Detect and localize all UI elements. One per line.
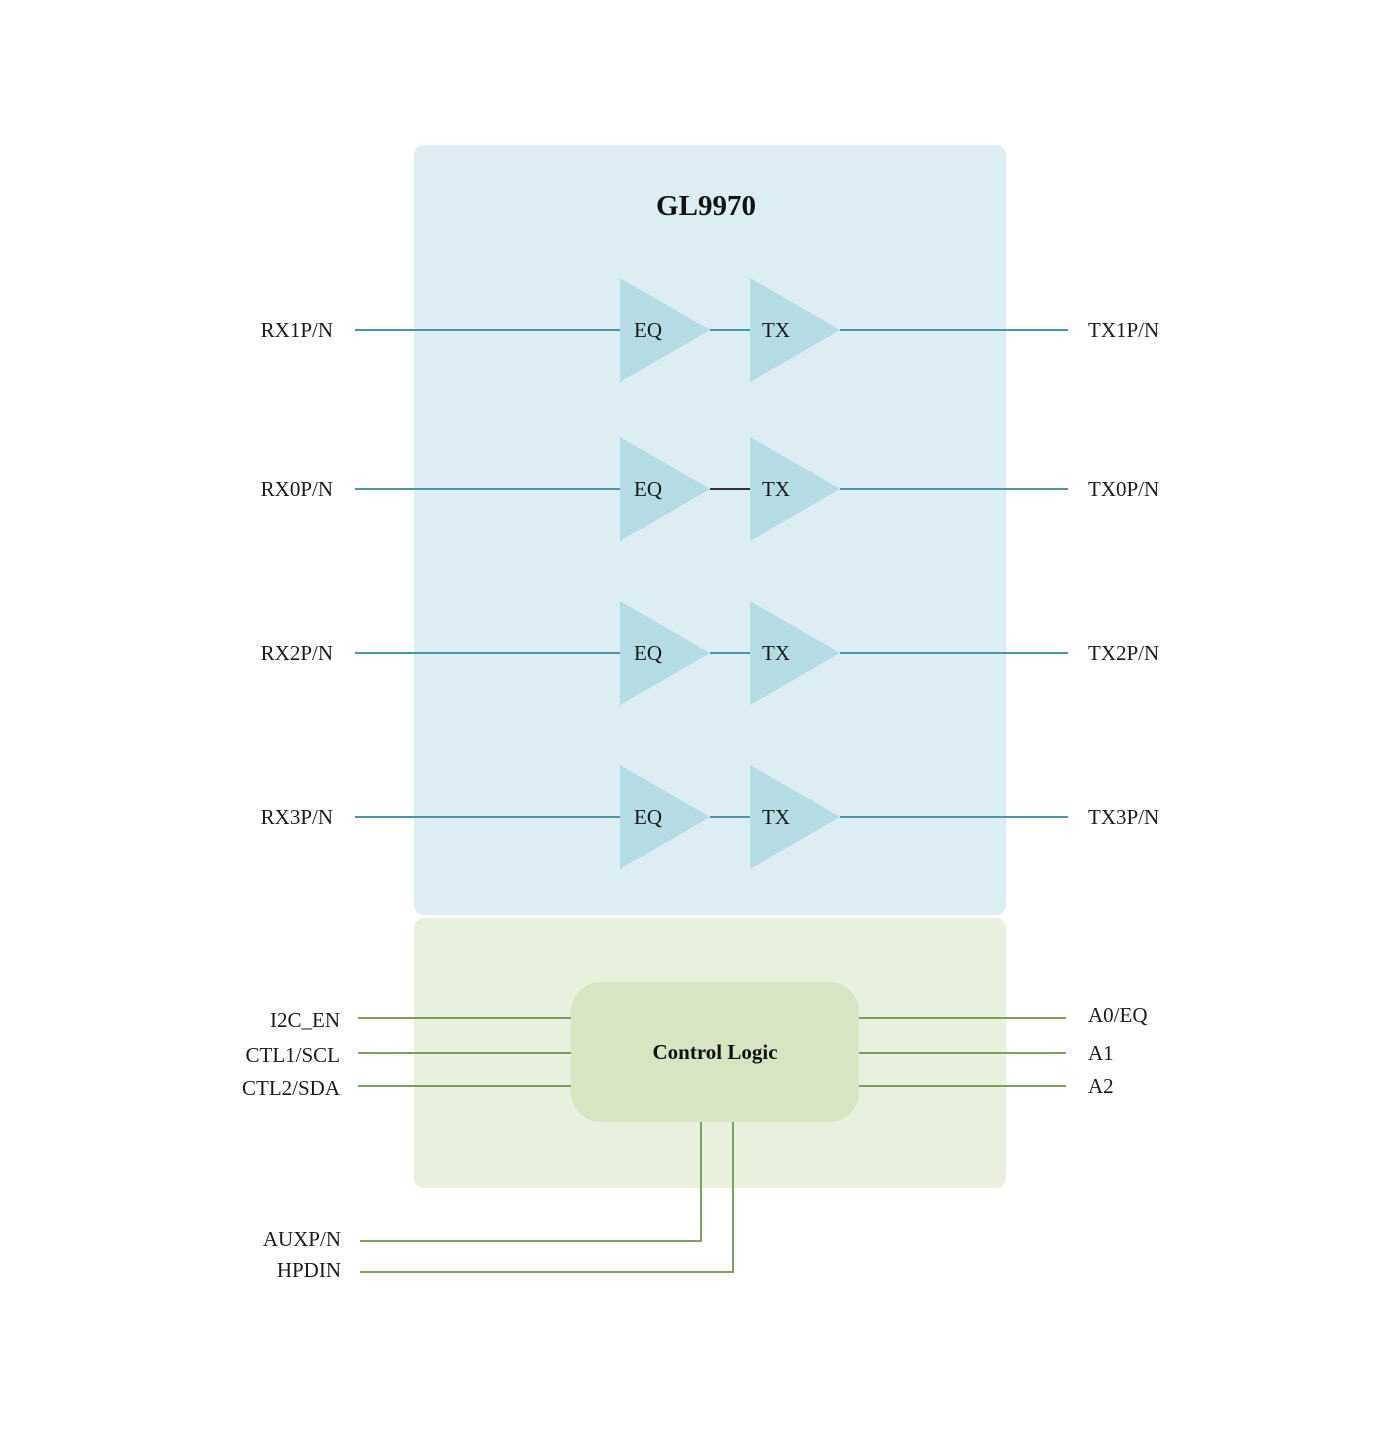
rx-pin-label: RX3P/N — [261, 805, 333, 829]
rx-pin-label: RX0P/N — [261, 477, 333, 501]
eq-amplifier — [620, 278, 710, 382]
tx-driver — [750, 601, 840, 705]
control-in-label: I2C_EN — [270, 1008, 340, 1032]
tx-pin-label: TX1P/N — [1088, 318, 1159, 342]
lane-3: RX3P/N EQ TX TX3P/N — [261, 765, 1159, 869]
tx-label: TX — [762, 477, 790, 501]
tx-pin-label: TX2P/N — [1088, 641, 1159, 665]
lanes-group: RX1P/N EQ TX TX1P/N RX0P/N EQ TX TX0P/N RX2P/N EQ… — [261, 278, 1159, 869]
lane-0: RX1P/N EQ TX TX1P/N — [261, 278, 1159, 382]
control-bottom-label: AUXP/N — [263, 1227, 341, 1251]
eq-label: EQ — [634, 318, 662, 342]
tx-driver — [750, 278, 840, 382]
lane-2: RX2P/N EQ TX TX2P/N — [261, 601, 1159, 705]
eq-amplifier — [620, 765, 710, 869]
eq-label: EQ — [634, 477, 662, 501]
tx-pin-label: TX3P/N — [1088, 805, 1159, 829]
control-out-label: A2 — [1088, 1074, 1114, 1098]
control-out-label: A0/EQ — [1088, 1003, 1148, 1027]
rx-pin-label: RX2P/N — [261, 641, 333, 665]
control-out-label: A1 — [1088, 1041, 1114, 1065]
control-bottom-line — [360, 1122, 734, 1273]
control-in-label: CTL2/SDA — [242, 1076, 341, 1100]
tx-label: TX — [762, 805, 790, 829]
rx-pin-label: RX1P/N — [261, 318, 333, 342]
chip-title: GL9970 — [656, 190, 756, 222]
eq-amplifier — [620, 601, 710, 705]
control-bottom-label: HPDIN — [277, 1258, 341, 1282]
control-logic-label: Control Logic — [652, 1040, 777, 1064]
tx-driver — [750, 437, 840, 541]
eq-label: EQ — [634, 641, 662, 665]
tx-pin-label: TX0P/N — [1088, 477, 1159, 501]
control-bottom-line — [360, 1122, 702, 1242]
control-logic-box — [571, 982, 859, 1122]
tx-label: TX — [762, 641, 790, 665]
eq-label: EQ — [634, 805, 662, 829]
tx-label: TX — [762, 318, 790, 342]
tx-driver — [750, 765, 840, 869]
eq-amplifier — [620, 437, 710, 541]
lane-1: RX0P/N EQ TX TX0P/N — [261, 437, 1159, 541]
control-wires — [358, 1017, 1066, 1273]
control-in-label: CTL1/SCL — [245, 1043, 340, 1067]
chip-region — [414, 145, 1006, 915]
